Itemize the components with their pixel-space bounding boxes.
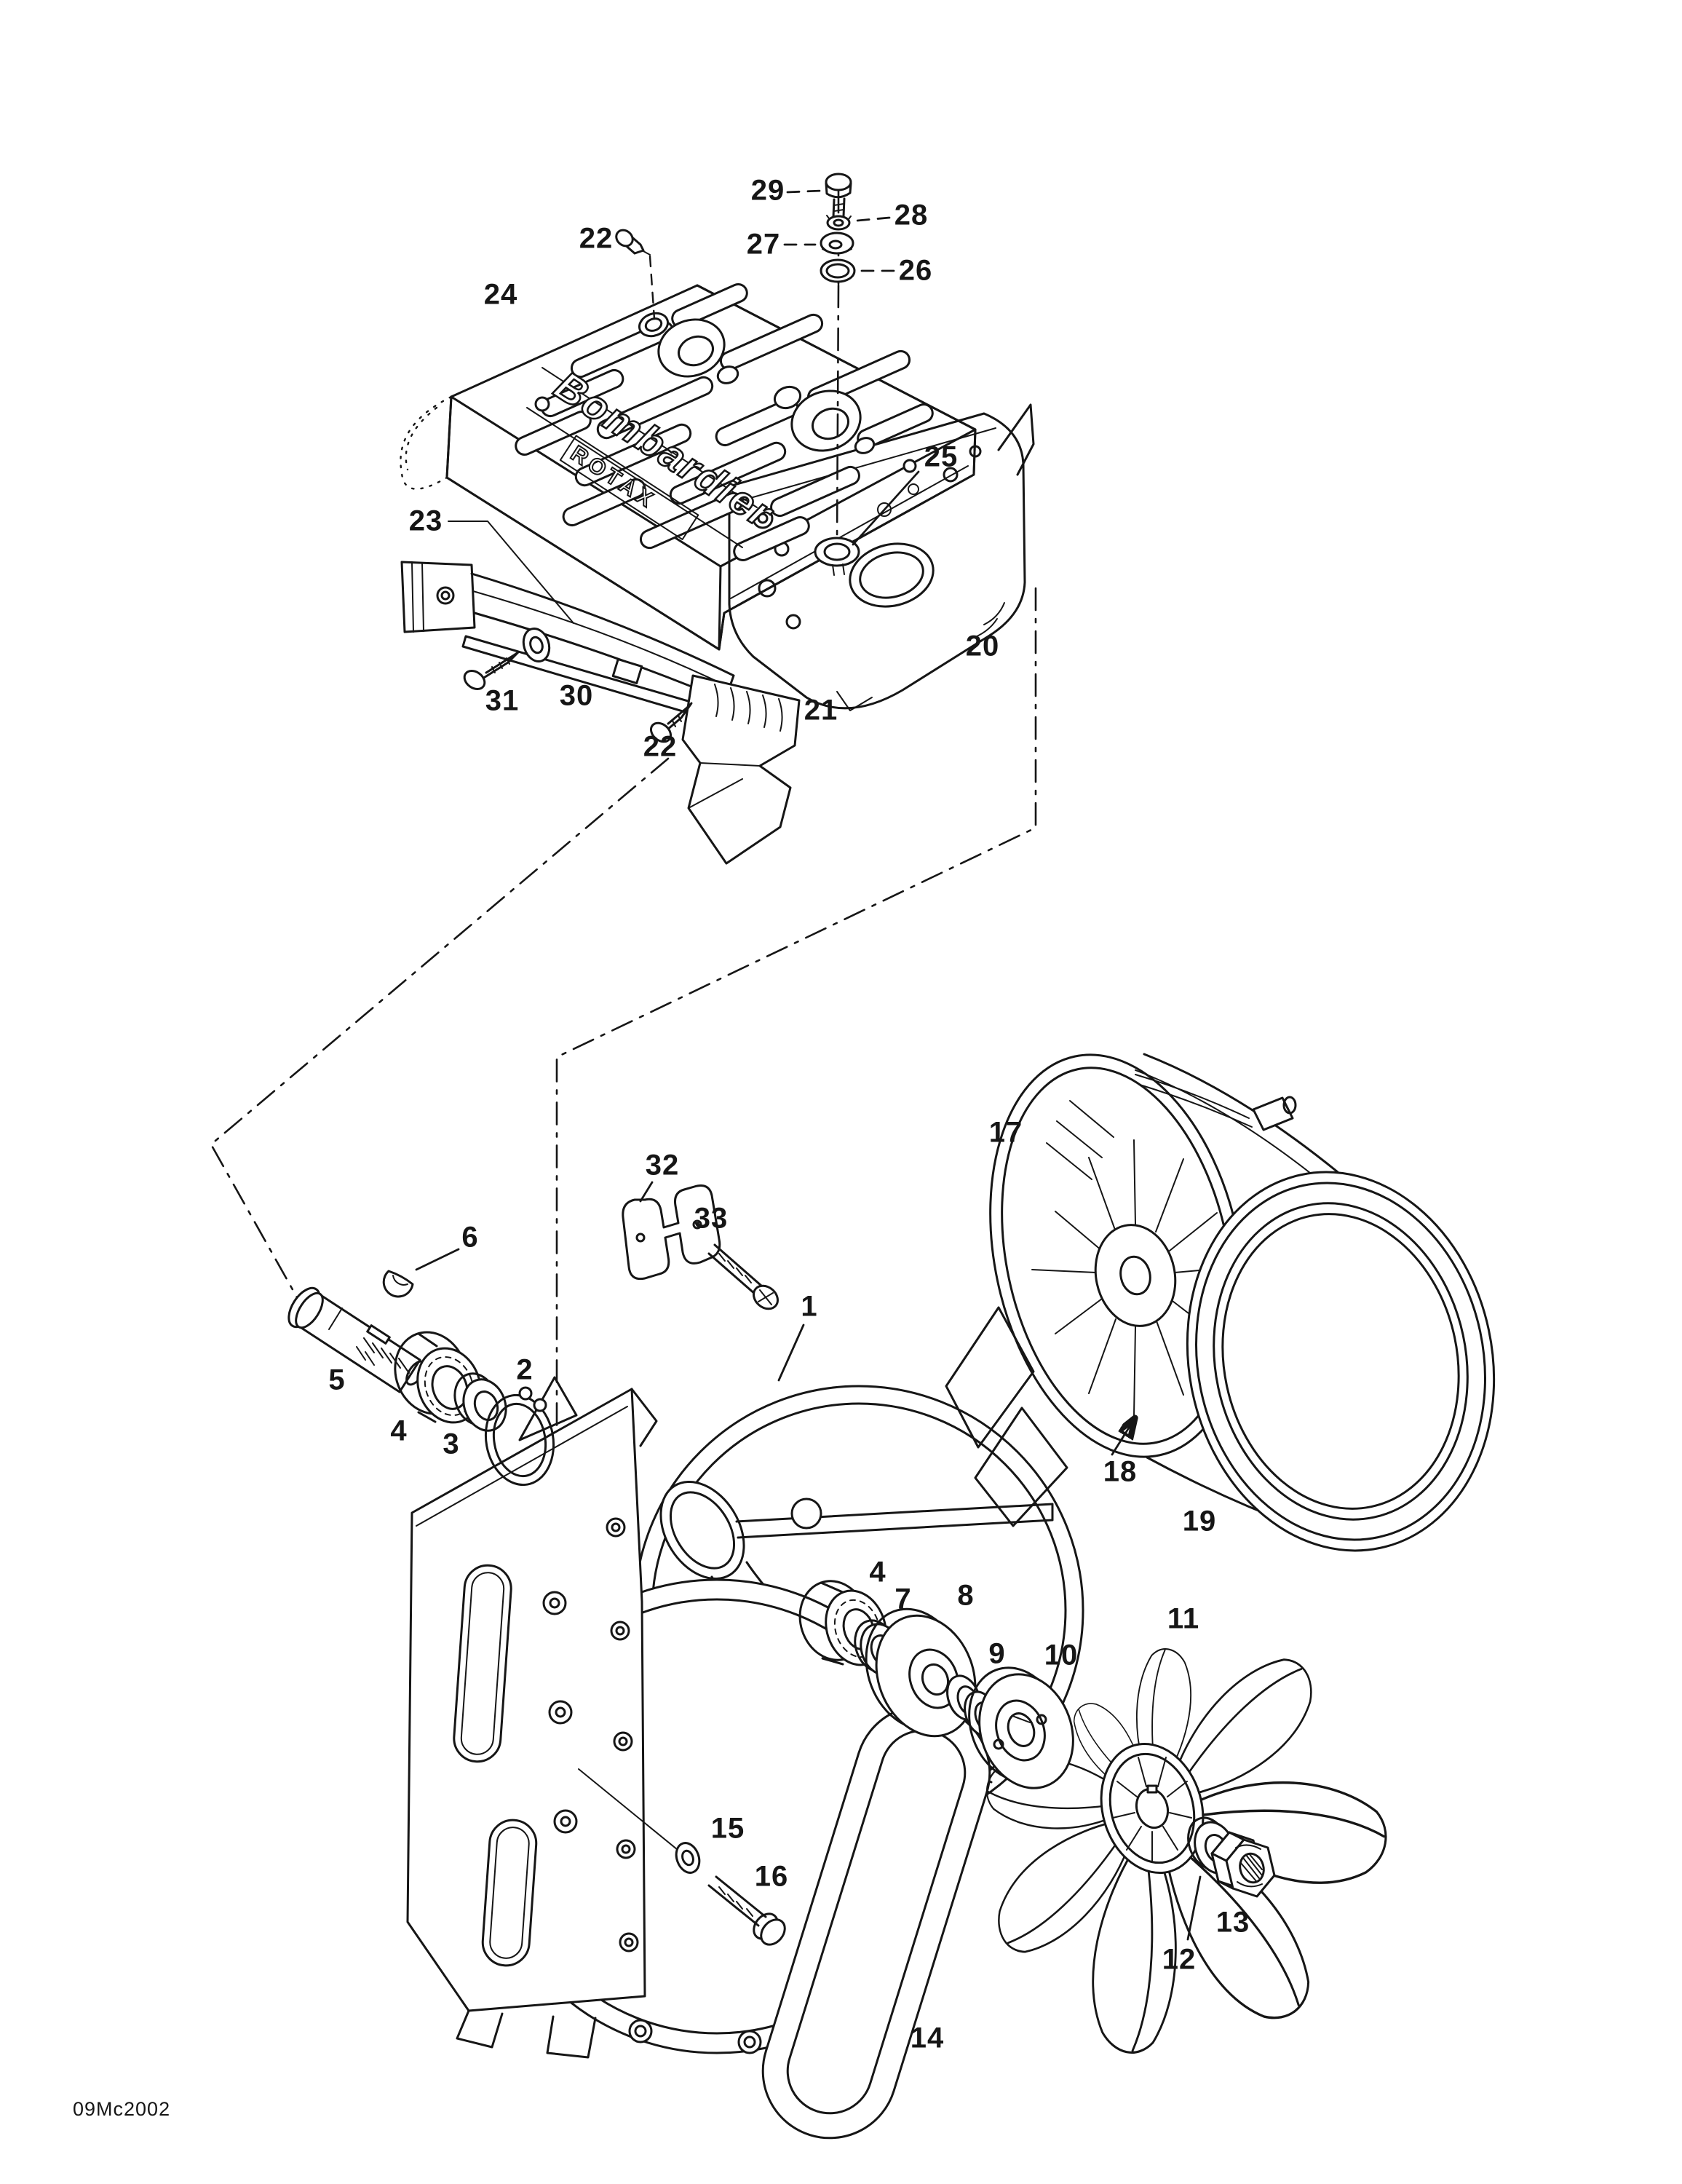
part-callout: 30 [559, 679, 594, 712]
spark-plug-tower [773, 385, 876, 454]
part-callout: 18 [1103, 1455, 1138, 1488]
bolt-16 [707, 1875, 786, 1946]
lock-nut-28 [826, 215, 852, 231]
construction-lines [210, 587, 1037, 1491]
part-callout: 21 [804, 694, 838, 727]
part-callout: 23 [408, 505, 443, 537]
fan-shroud-17 [945, 1053, 1496, 1552]
washer-31 [522, 628, 551, 662]
part-callout: 20 [965, 630, 1000, 662]
part-callout: 4 [869, 1556, 886, 1588]
part-callout: 24 [483, 278, 518, 311]
part-callout: 17 [988, 1116, 1023, 1149]
screw-31 [463, 651, 520, 690]
part-callout: 3 [443, 1428, 460, 1460]
part-callout: 29 [750, 174, 785, 207]
leader-line-12 [1186, 1875, 1202, 1941]
air-duct-21 [681, 674, 801, 865]
support-bracket-23 [400, 561, 735, 702]
retainer-strip-30 [461, 635, 747, 729]
leader-line-32 [639, 1181, 654, 1203]
circlip-2 [484, 1376, 578, 1487]
axial-fan-11 [980, 1640, 1392, 2059]
part-callout: 12 [1162, 1943, 1197, 1976]
leader-line-29 [786, 189, 822, 194]
part-callout: 19 [1182, 1505, 1217, 1538]
doc-code: 09Mc2002 [73, 2098, 171, 2120]
grommet-25 [814, 284, 860, 576]
part-callout: 7 [894, 1583, 912, 1615]
leader-23 [448, 521, 574, 624]
shroud-mounting-feet [945, 1306, 1068, 1527]
leader-line-1 [777, 1324, 805, 1382]
part-callout: 2 [516, 1353, 533, 1386]
part-callout: 27 [746, 228, 781, 261]
part-callout: 28 [894, 199, 929, 232]
part-callout: 11 [1167, 1602, 1200, 1635]
screw-22-upper [615, 229, 656, 320]
bolt-29 [825, 173, 852, 218]
part-callout: 8 [957, 1579, 975, 1612]
leader-line-25 [852, 470, 920, 546]
hose-clamp [1135, 1074, 1297, 1131]
part-callout: 15 [710, 1812, 745, 1845]
part-callout: 13 [1215, 1906, 1250, 1939]
fan-shaft-5 [287, 1286, 426, 1393]
part-callout: 6 [461, 1221, 479, 1254]
nut-13 [1210, 1831, 1276, 1898]
part-callout: 1 [801, 1290, 818, 1323]
part-callout: 10 [1044, 1639, 1079, 1671]
part-callout: 26 [898, 254, 933, 287]
leader-line-28 [856, 216, 891, 222]
part-callout: 16 [754, 1860, 789, 1893]
cup-washer-27 [820, 232, 854, 255]
part-callout: 25 [924, 440, 959, 473]
part-callout: 22 [579, 222, 614, 255]
pulley-flange-10 [968, 1666, 1074, 1789]
leader-line-18 [1111, 1420, 1134, 1456]
part-callout: 9 [988, 1637, 1006, 1670]
clamp-32 [622, 1184, 721, 1281]
leader-line-6 [415, 1248, 460, 1271]
screw-22-lower [650, 702, 693, 743]
part-callout: 32 [645, 1149, 680, 1182]
leader-lines [415, 189, 1202, 1941]
part-callout: 4 [390, 1415, 408, 1447]
part-callout: 31 [485, 684, 520, 717]
part-callout: 33 [694, 1202, 729, 1235]
screw-33 [707, 1243, 779, 1310]
part-callout: 5 [328, 1364, 346, 1396]
clamp-ring-19 [1186, 1171, 1496, 1552]
o-ring-26 [820, 258, 856, 283]
fastener-stack [820, 173, 856, 285]
woodruff-key-6 [382, 1270, 414, 1298]
part-callout: 14 [910, 2022, 945, 2054]
washer-15 [578, 1768, 701, 1874]
cooling-fins [515, 283, 934, 561]
part-callout: 22 [643, 730, 678, 763]
spark-plug-tower [638, 312, 739, 384]
